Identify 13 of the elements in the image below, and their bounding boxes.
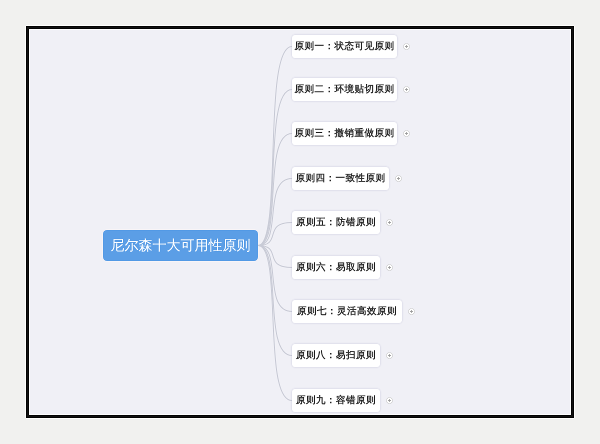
connector-line <box>258 89 292 246</box>
connector-line <box>258 245 292 401</box>
subtopic-box: 原则八：易扫原则 <box>292 344 380 367</box>
subtopic-box: 原则一：状态可见原则 <box>292 35 397 58</box>
subtopic-box: 原则四：一致性原则 <box>292 167 389 190</box>
subtopic-box: 原则二：环境贴切原则 <box>292 78 397 101</box>
subtopic-box: 原则七：灵活高效原则 <box>292 300 402 323</box>
subtopic-box: 原则三：撤销重做原则 <box>292 122 397 145</box>
subtopic-box: 原则六：易取原则 <box>292 256 380 279</box>
subtopic-box: 原则五：防错原则 <box>292 211 380 234</box>
topic-box: 尼尔森十大可用性原则 <box>103 230 258 261</box>
subtopic-box: 原则九：容错原则 <box>292 389 380 412</box>
connector-line <box>258 46 292 246</box>
